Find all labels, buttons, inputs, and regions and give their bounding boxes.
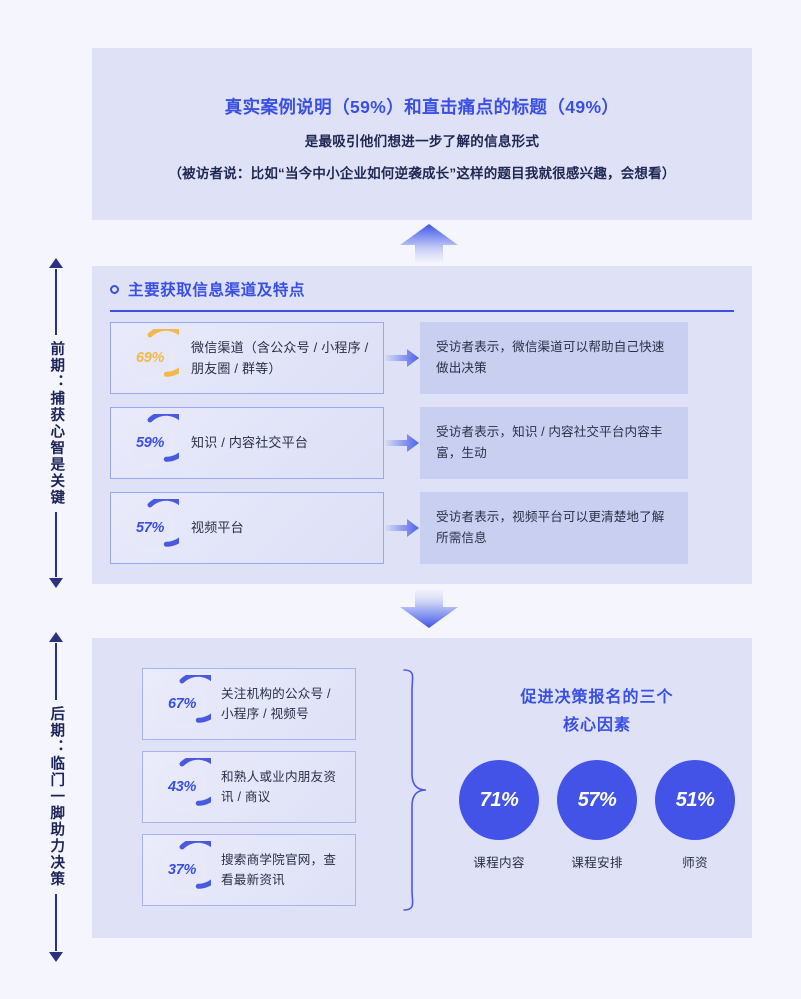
section-divider [110, 310, 734, 313]
decision-label: 关注机构的公众号 / 小程序 / 视频号 [221, 686, 331, 721]
rail-line [55, 893, 57, 951]
factor-circle-57: 57% [557, 760, 637, 840]
phase-rail-early: 前期：捕获心智是关键 [32, 258, 80, 588]
factor-item: 71% 课程内容 [459, 760, 539, 871]
bottom-row-list: 67% 关注机构的公众号 / 小程序 / 视频号 43% 和熟人或业内朋友资讯 … [142, 668, 356, 917]
bottom-section-panel: 67% 关注机构的公众号 / 小程序 / 视频号 43% 和熟人或业内朋友资讯 … [92, 638, 752, 938]
factor-caption: 课程安排 [571, 856, 623, 870]
channel-label: 微信渠道（含公众号 / 小程序 / 朋友圈 / 群等） [191, 339, 369, 376]
decision-card[interactable]: 37% 搜索商学院官网，查看最新资讯 [142, 834, 356, 906]
top-conclusion-panel: 真实案例说明（59%）和直击痛点的标题（49%） 是最吸引他们想进一步了解的信息… [92, 48, 752, 220]
factor-item: 51% 师资 [655, 760, 735, 871]
decision-card[interactable]: 43% 和熟人或业内朋友资讯 / 商议 [142, 751, 356, 823]
rail-line [55, 269, 57, 335]
channel-card[interactable]: 57% 视频平台 [110, 492, 384, 564]
donut-ring-37: 37% [153, 841, 211, 899]
channel-card[interactable]: 69% 微信渠道（含公众号 / 小程序 / 朋友圈 / 群等） [110, 322, 384, 394]
donut-ring-59: 59% [121, 414, 179, 472]
phase-label-late: 后期：临门一脚助力决策 [48, 706, 65, 888]
decision-label: 和熟人或业内朋友资讯 / 商议 [221, 769, 337, 804]
channel-label: 视频平台 [191, 520, 244, 536]
rail-arrow-down-icon [49, 952, 63, 962]
rail-arrow-down-icon [49, 578, 63, 588]
circle-bullet-icon [110, 284, 119, 294]
middle-section-title: 主要获取信息渠道及特点 [128, 282, 306, 299]
donut-ring-67: 67% [153, 675, 211, 733]
ring-percent-label: 57% [135, 520, 165, 536]
ring-percent-label: 59% [135, 435, 165, 451]
factors-title-line2: 核心因素 [562, 717, 631, 734]
donut-ring-69: 69% [121, 329, 179, 387]
factor-circle-71: 71% [459, 760, 539, 840]
phase-rail-late: 后期：临门一脚助力决策 [32, 632, 80, 962]
arrow-down-icon [398, 590, 460, 635]
factor-caption: 课程内容 [473, 856, 525, 870]
channel-row: 69% 微信渠道（含公众号 / 小程序 / 朋友圈 / 群等） [110, 322, 688, 394]
channel-row: 57% 视频平台 受访者表示，视频 [110, 492, 688, 564]
decision-card[interactable]: 67% 关注机构的公众号 / 小程序 / 视频号 [142, 668, 356, 740]
factor-circle-51: 51% [655, 760, 735, 840]
factors-title-line1: 促进决策报名的三个 [520, 689, 674, 706]
top-panel-text: 真实案例说明（59%）和直击痛点的标题（49%） 是最吸引他们想进一步了解的信息… [92, 94, 752, 182]
arrow-right-icon [384, 407, 420, 479]
ring-percent-label: 67% [167, 696, 197, 712]
channel-label: 知识 / 内容社交平台 [191, 435, 309, 451]
top-subline: 是最吸引他们想进一步了解的信息形式 [304, 134, 540, 150]
ring-percent-label: 37% [167, 862, 197, 878]
middle-section-header: 主要获取信息渠道及特点 [110, 278, 734, 300]
factor-caption: 师资 [682, 856, 708, 870]
arrow-right-icon [384, 492, 420, 564]
rail-line [55, 511, 57, 577]
arrow-up-icon [398, 222, 460, 267]
rail-line [55, 643, 57, 701]
middle-row-list: 69% 微信渠道（含公众号 / 小程序 / 朋友圈 / 群等） [110, 322, 688, 577]
channel-quote: 受访者表示，视频平台可以更清楚地了解所需信息 [420, 492, 688, 564]
top-headline: 真实案例说明（59%）和直击痛点的标题（49%） [224, 97, 620, 117]
factors-block: 促进决策报名的三个 核心因素 71% 课程内容 57% 课程安排 51% 师资 [452, 684, 742, 871]
donut-ring-57: 57% [121, 499, 179, 557]
curly-brace-icon [400, 666, 428, 919]
ring-percent-label: 43% [167, 779, 197, 795]
channel-row: 59% 知识 / 内容社交平台 受 [110, 407, 688, 479]
middle-section-panel: 主要获取信息渠道及特点 69% 微信渠道（含公众号 / 小程序 / 朋友圈 / … [92, 266, 752, 584]
rail-arrow-up-icon [49, 258, 63, 268]
channel-quote: 受访者表示，知识 / 内容社交平台内容丰富，生动 [420, 407, 688, 479]
donut-ring-43: 43% [153, 758, 211, 816]
ring-percent-label: 69% [135, 350, 165, 366]
factor-item: 57% 课程安排 [557, 760, 637, 871]
channel-quote: 受访者表示，微信渠道可以帮助自己快速做出决策 [420, 322, 688, 394]
rail-arrow-up-icon [49, 632, 63, 642]
phase-label-early: 前期：捕获心智是关键 [48, 340, 65, 506]
factor-circle-list: 71% 课程内容 57% 课程安排 51% 师资 [452, 760, 742, 871]
decision-label: 搜索商学院官网，查看最新资讯 [221, 852, 337, 887]
channel-card[interactable]: 59% 知识 / 内容社交平台 [110, 407, 384, 479]
top-quote-line: （被访者说：比如“当今中小企业如何逆袭成长”这样的题目我就很感兴趣，会想看） [168, 166, 676, 182]
arrow-right-icon [384, 322, 420, 394]
